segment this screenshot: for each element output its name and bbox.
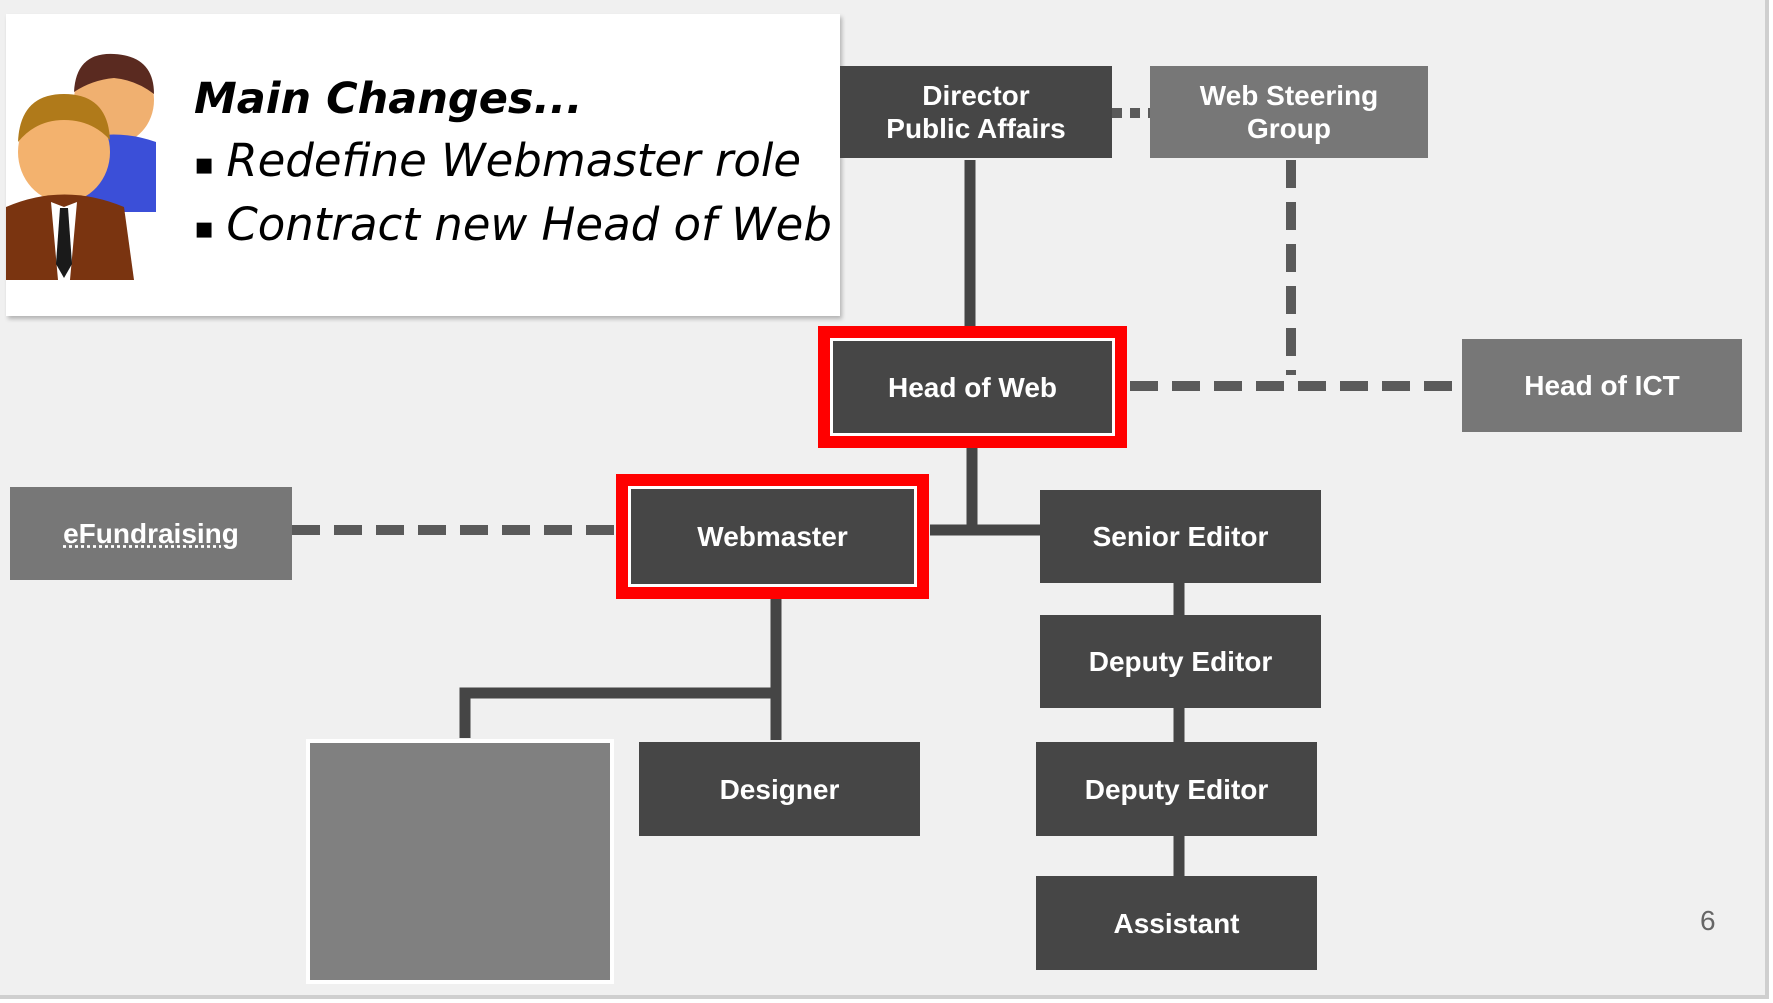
users-icon bbox=[6, 53, 156, 280]
org-box-deputy-editor-2: Deputy Editor bbox=[1036, 742, 1317, 836]
line-webmaster-branch bbox=[459, 687, 776, 738]
org-box-senior-editor: Senior Editor bbox=[1040, 490, 1321, 583]
org-box-head-of-web: Head of Web bbox=[830, 338, 1115, 436]
callout-bullet-1: Redefine Webmaster role bbox=[194, 134, 801, 187]
callout-panel: Main Changes... Redefine Webmaster role … bbox=[6, 14, 840, 316]
org-box-webmaster: Webmaster bbox=[628, 486, 917, 587]
org-box-head-of-ict: Head of ICT bbox=[1462, 339, 1742, 432]
callout-title: Main Changes... bbox=[194, 74, 583, 124]
org-box-designer: Designer bbox=[639, 742, 920, 836]
org-box-web-steering-group: Web Steering Group bbox=[1150, 66, 1428, 158]
org-box-efundraising: eFundraising bbox=[10, 487, 292, 580]
org-box-deputy-editor-1: Deputy Editor bbox=[1040, 615, 1321, 708]
callout-bullet-2: Contract new Head of Web bbox=[194, 198, 832, 251]
org-box-assistant: Assistant bbox=[1036, 876, 1317, 970]
org-box-director: Director Public Affairs bbox=[840, 66, 1112, 158]
org-box-empty bbox=[306, 739, 614, 984]
page-number: 6 bbox=[1700, 905, 1716, 936]
